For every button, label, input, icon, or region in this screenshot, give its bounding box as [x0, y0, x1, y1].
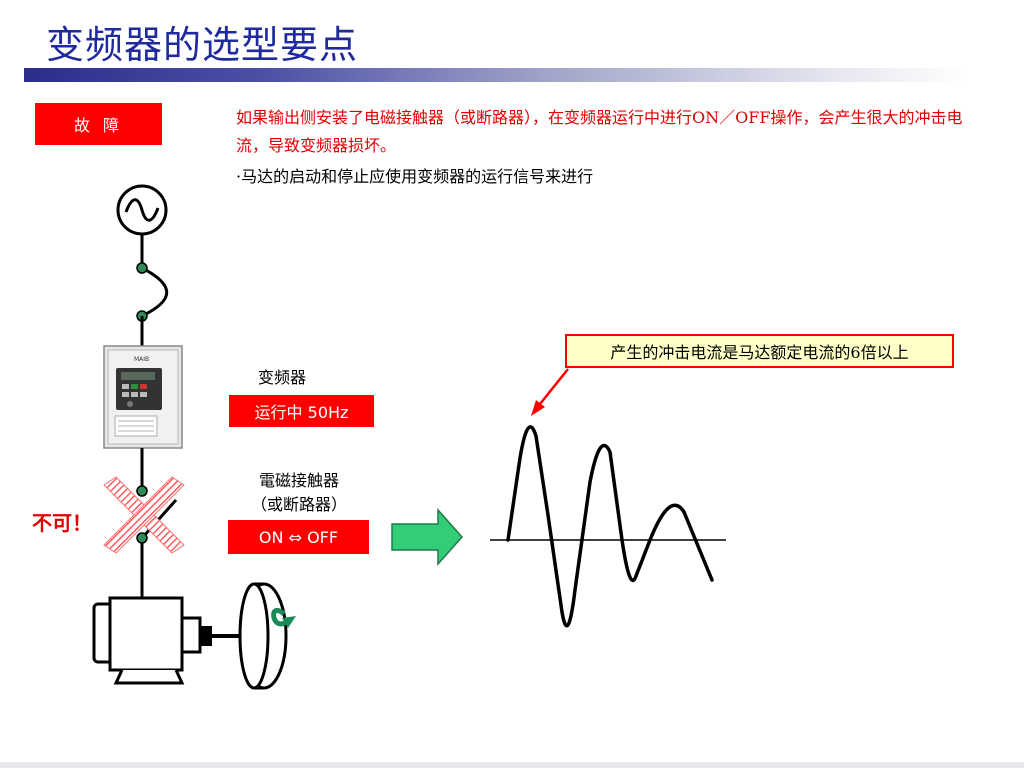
on-off-badge: ON ⇔ OFF — [228, 520, 369, 554]
surge-callout: 产生的冲击电流是马达额定电流的6倍以上 — [565, 334, 954, 368]
inverter-device-icon: MAIB — [103, 345, 183, 449]
contactor-label-main: 電磁接触器 — [258, 471, 339, 490]
ac-source-icon — [116, 184, 168, 236]
footer-line — [0, 762, 1024, 768]
contactor-label-sub: （或断路器） — [250, 495, 347, 514]
callout-pointer-arrow — [531, 368, 569, 416]
device-brand: MAIB — [134, 356, 149, 363]
breaker-icon — [141, 266, 169, 318]
prohibited-x-icon — [103, 476, 185, 554]
node-dot — [136, 262, 148, 274]
run-status-badge: 运行中 50Hz — [229, 395, 374, 427]
not-allowed-label: 不可！ — [32, 511, 92, 535]
page-title: 变频器的选型要点 — [46, 23, 359, 67]
note-text: ·马达的启动和停止应使用变频器的运行信号来进行 — [236, 167, 594, 186]
right-arrow-icon — [391, 508, 464, 566]
warning-text: 如果输出侧安装了电磁接触器（或断路器），在变频器运行中进行ON／OFF操作，会产… — [236, 108, 963, 155]
contactor-label: 電磁接触器 （或断路器） — [240, 469, 358, 517]
rotation-arrow-icon — [271, 608, 296, 628]
flywheel-icon — [238, 582, 288, 690]
motor-icon — [92, 596, 246, 685]
fault-badge: 故 障 — [35, 103, 162, 145]
title-underline-bar — [24, 68, 968, 82]
surge-waveform — [506, 425, 714, 628]
inverter-label: 变频器 — [258, 368, 307, 387]
